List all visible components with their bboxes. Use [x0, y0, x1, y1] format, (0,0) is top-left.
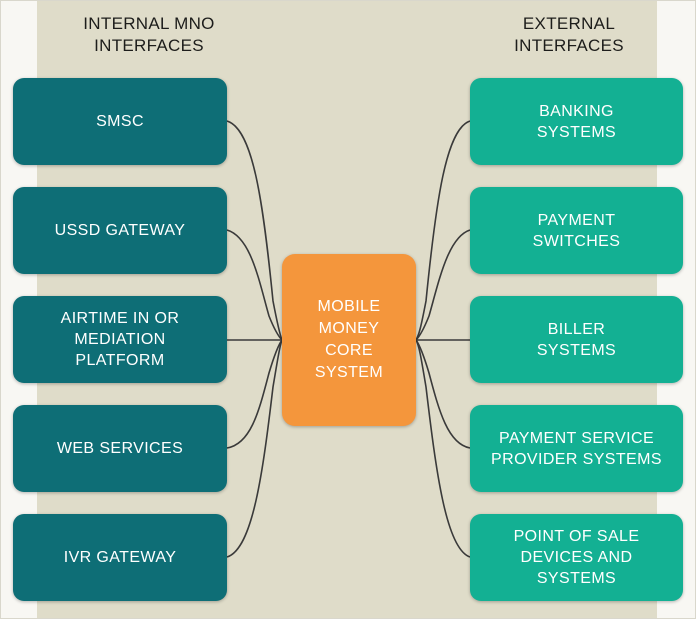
node-payment-switches-label: PAYMENT SWITCHES [532, 211, 621, 250]
connector-smsc [226, 120, 283, 341]
node-airtime-mediation-platform[interactable]: AIRTIME IN OR MEDIATION PLATFORM [13, 296, 227, 383]
node-banking-systems[interactable]: BANKING SYSTEMS [470, 78, 683, 165]
node-smsc[interactable]: SMSC [13, 78, 227, 165]
connector-ussd-gateway [226, 229, 283, 341]
node-web-services-label: WEB SERVICES [56, 440, 184, 457]
node-mobile-money-core-system-label: MOBILE MONEY CORE SYSTEM [314, 298, 384, 381]
node-airtime-mediation-platform-label: AIRTIME IN OR MEDIATION PLATFORM [60, 310, 180, 369]
connector-point-of-sale [415, 339, 471, 558]
node-payment-switches[interactable]: PAYMENT SWITCHES [470, 187, 683, 274]
connector-payment-service-provider [415, 339, 471, 449]
node-ivr-gateway[interactable]: IVR GATEWAY [13, 514, 227, 601]
node-ussd-gateway[interactable]: USSD GATEWAY [13, 187, 227, 274]
connector-ivr-gateway [226, 339, 283, 558]
node-ussd-gateway-label: USSD GATEWAY [54, 222, 186, 239]
node-web-services[interactable]: WEB SERVICES [13, 405, 227, 492]
connector-web-services [226, 339, 283, 449]
node-biller-systems-label: BILLER SYSTEMS [536, 320, 617, 359]
node-banking-systems-label: BANKING SYSTEMS [536, 102, 617, 141]
external-interfaces-heading: EXTERNAL INTERFACES [514, 14, 624, 55]
node-point-of-sale-devices-and-systems[interactable]: POINT OF SALE DEVICES AND SYSTEMS [470, 514, 683, 601]
node-ivr-gateway-label: IVR GATEWAY [63, 549, 177, 566]
connector-payment-switches [415, 229, 471, 341]
node-payment-service-provider-systems-label: PAYMENT SERVICE PROVIDER SYSTEMS [491, 429, 662, 468]
internal-interfaces-heading: INTERNAL MNO INTERFACES [83, 14, 215, 55]
node-point-of-sale-devices-and-systems-label: POINT OF SALE DEVICES AND SYSTEMS [513, 528, 640, 587]
node-mobile-money-core-system[interactable]: MOBILE MONEY CORE SYSTEM [282, 254, 416, 426]
connector-banking-systems [415, 120, 471, 341]
node-biller-systems[interactable]: BILLER SYSTEMS [470, 296, 683, 383]
node-payment-service-provider-systems[interactable]: PAYMENT SERVICE PROVIDER SYSTEMS [470, 405, 683, 492]
node-smsc-label: SMSC [96, 113, 144, 130]
